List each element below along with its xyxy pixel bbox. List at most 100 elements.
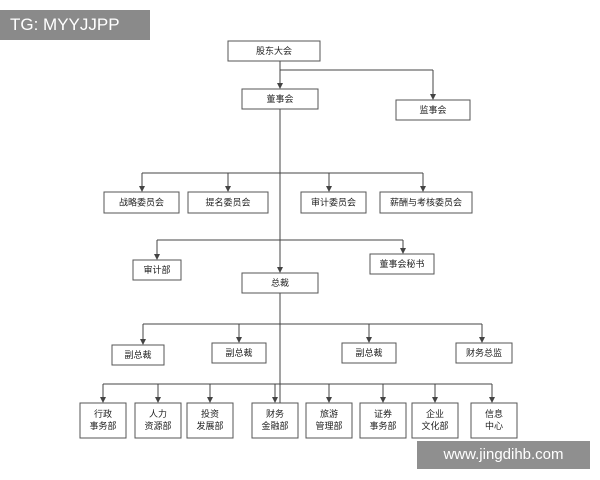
box-border <box>341 342 397 364</box>
watermark-bottom-right: www.jingdihb.com <box>417 441 590 469</box>
arrow-head <box>139 186 145 192</box>
node-board-of-directors: 董事会 <box>241 88 319 110</box>
box-label: 副总裁 <box>355 347 382 359</box>
box-border <box>470 402 518 439</box>
box-label: 提名委员会 <box>205 197 250 209</box>
box-border <box>132 259 182 281</box>
box-label: 总裁 <box>271 277 289 289</box>
node-audit-committee: 审计委员会 <box>300 191 367 214</box>
arrow-head <box>277 267 283 273</box>
box-border <box>369 253 435 275</box>
box-label: 中心 <box>485 420 503 432</box>
node-vice-president-1: 副总裁 <box>111 344 165 366</box>
box-label: 旅游 <box>320 408 338 420</box>
node-financial-director: 财务总监 <box>455 342 513 364</box>
box-label: 文化部 <box>421 420 448 432</box>
arrow-head <box>326 186 332 192</box>
box-border <box>300 191 367 214</box>
arrow-head <box>207 397 213 403</box>
box-label: 副总裁 <box>124 349 151 361</box>
box-label: 证券 <box>374 408 392 420</box>
arrow-head <box>154 254 160 260</box>
box-label: 事务部 <box>89 420 116 432</box>
box-border <box>227 40 321 62</box>
box-border <box>395 99 471 121</box>
node-shareholders-meeting: 股东大会 <box>227 40 321 62</box>
arrow-head <box>400 248 406 254</box>
node-nomination-committee: 提名委员会 <box>187 191 269 214</box>
arrow-head <box>380 397 386 403</box>
connector-lines <box>100 61 495 403</box>
box-label: 事务部 <box>369 420 396 432</box>
box-border <box>455 342 513 364</box>
box-border <box>241 88 319 110</box>
node-vice-president-3: 副总裁 <box>341 342 397 364</box>
node-strategy-committee: 战略委员会 <box>103 191 180 214</box>
box-label: 审计部 <box>143 264 170 276</box>
box-border <box>379 191 473 214</box>
box-border <box>134 402 182 439</box>
arrow-head <box>420 186 426 192</box>
arrow-head <box>277 83 283 89</box>
arrow-head <box>225 186 231 192</box>
box-label: 副总裁 <box>225 347 252 359</box>
node-vice-president-2: 副总裁 <box>211 342 267 364</box>
box-border <box>187 191 269 214</box>
arrow-head <box>430 94 436 100</box>
box-label: 金融部 <box>261 420 288 432</box>
box-border <box>103 191 180 214</box>
arrow-head <box>236 337 242 343</box>
box-label: 行政 <box>94 408 112 420</box>
box-label: 信息 <box>485 408 503 420</box>
box-border <box>251 402 299 439</box>
box-border <box>79 402 127 439</box>
box-label: 股东大会 <box>256 45 292 57</box>
arrow-head <box>272 397 278 403</box>
box-label: 财务总监 <box>466 347 502 359</box>
box-label: 薪酬与考核委员会 <box>390 197 462 209</box>
arrow-head <box>100 397 106 403</box>
box-label: 企业 <box>426 408 444 420</box>
node-audit-department: 审计部 <box>132 259 182 281</box>
arrow-head <box>479 337 485 343</box>
arrow-head <box>155 397 161 403</box>
arrow-head <box>140 339 146 345</box>
node-board-secretary: 董事会秘书 <box>369 253 435 275</box>
arrow-head <box>366 337 372 343</box>
box-label: 监事会 <box>419 104 446 116</box>
box-border <box>359 402 407 439</box>
box-label: 投资 <box>201 408 219 420</box>
box-border <box>211 342 267 364</box>
box-border <box>111 344 165 366</box>
box-label: 战略委员会 <box>119 197 164 209</box>
box-border <box>241 272 319 294</box>
box-label: 管理部 <box>315 420 342 432</box>
watermark-top-left: TG: MYYJJPP <box>0 10 150 40</box>
node-president: 总裁 <box>241 272 319 294</box>
box-label: 资源部 <box>144 420 171 432</box>
box-border <box>411 402 459 439</box>
box-label: 审计委员会 <box>311 197 356 209</box>
box-label: 董事会 <box>266 93 293 105</box>
box-border <box>186 402 234 439</box>
box-label: 发展部 <box>196 420 223 432</box>
arrow-head <box>326 397 332 403</box>
arrow-head <box>432 397 438 403</box>
box-label: 人力 <box>149 408 167 420</box>
node-compensation-committee: 薪酬与考核委员会 <box>379 191 473 214</box>
box-border <box>305 402 353 439</box>
box-label: 董事会秘书 <box>379 258 424 270</box>
arrow-head <box>489 397 495 403</box>
node-supervisory-board: 监事会 <box>395 99 471 121</box>
box-label: 财务 <box>266 408 284 420</box>
